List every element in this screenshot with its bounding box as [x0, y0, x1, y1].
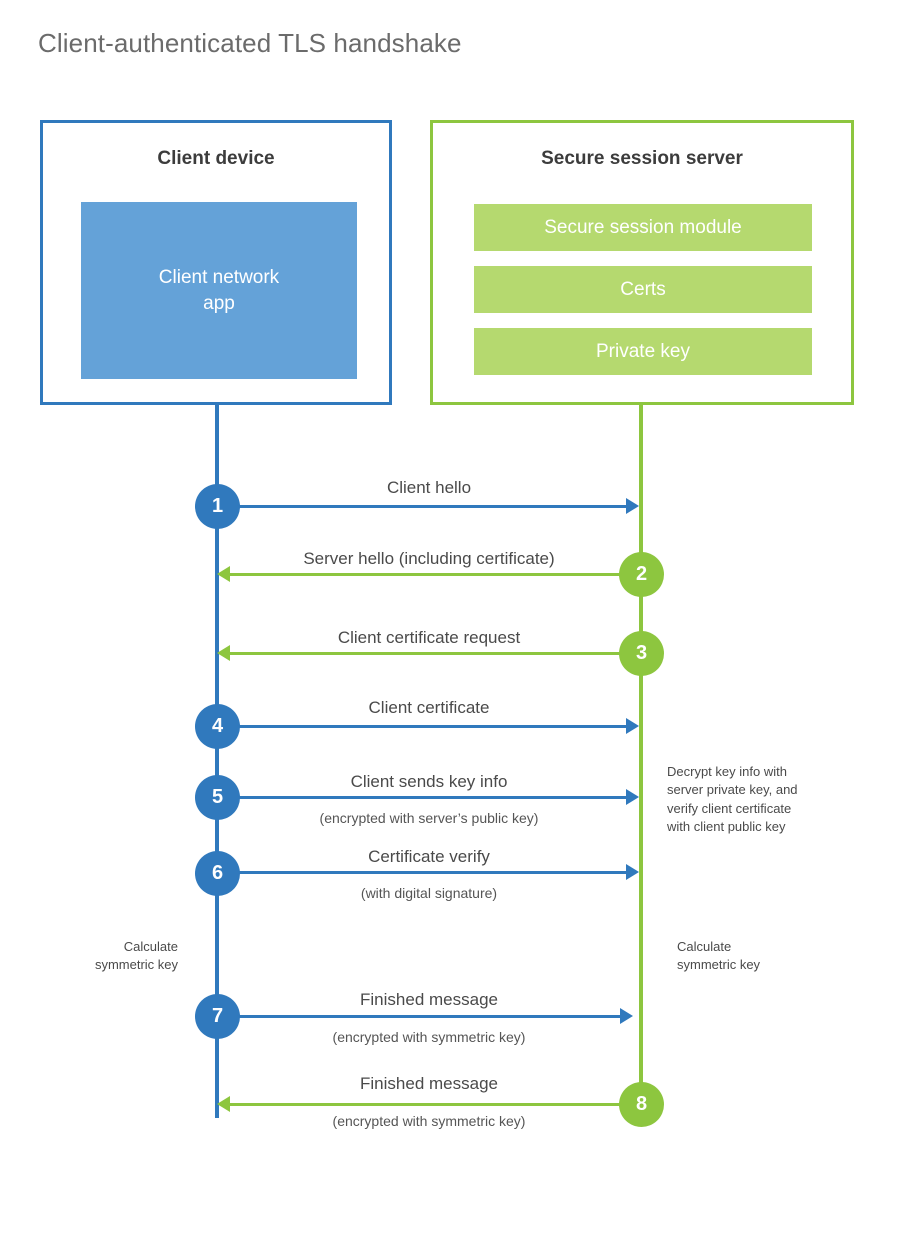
step-badge-1[interactable]: 1	[195, 484, 240, 529]
step-7-arrow-line	[217, 1015, 622, 1018]
step-8-label: Finished message	[360, 1074, 498, 1093]
step-3-arrow-head	[217, 645, 230, 661]
step-7-arrow-head	[620, 1008, 633, 1024]
step-6-arrow-head	[626, 864, 639, 880]
step-badge-4[interactable]: 4	[195, 704, 240, 749]
client-device-box: Client device Client network app	[40, 120, 392, 405]
step-8-arrow-line	[230, 1103, 635, 1106]
step-badge-3[interactable]: 3	[619, 631, 664, 676]
step-badge-8[interactable]: 8	[619, 1082, 664, 1127]
step-5-sublabel: (encrypted with server’s public key)	[319, 810, 539, 826]
step-badge-5[interactable]: 5	[195, 775, 240, 820]
client-lifeline	[215, 405, 219, 1118]
step-3-label: Client certificate request	[337, 628, 521, 647]
server-block-secure-session-module: Secure session module	[474, 204, 812, 251]
step-6-label: Certificate verify	[368, 847, 490, 866]
step-5-arrow-line	[217, 796, 628, 799]
step-2-arrow-line	[230, 573, 641, 576]
step-1-arrow-line	[217, 505, 628, 508]
step-badge-6[interactable]: 6	[195, 851, 240, 896]
step-6-sublabel: (with digital signature)	[360, 885, 498, 901]
server-decrypt-note: Decrypt key info with server private key…	[667, 764, 798, 835]
client-network-app-block: Client network app	[81, 202, 357, 379]
server-calculate-symmetric-key-note: Calculate symmetric key	[677, 939, 761, 973]
step-4-label: Client certificate	[368, 698, 490, 717]
step-8-arrow-head	[217, 1096, 230, 1112]
server-block-certs: Certs	[474, 266, 812, 313]
server-block-private-key: Private key	[474, 328, 812, 375]
step-2-label: Server hello (including certificate)	[303, 549, 555, 568]
secure-session-server-title: Secure session server	[541, 148, 743, 169]
page-title: Client-authenticated TLS handshake	[38, 28, 462, 58]
step-7-sublabel: (encrypted with symmetric key)	[332, 1029, 526, 1045]
client-device-title: Client device	[157, 148, 275, 169]
server-lifeline	[639, 405, 643, 1106]
step-5-arrow-head	[626, 789, 639, 805]
step-2-arrow-head	[217, 566, 230, 582]
step-7-label: Finished message	[360, 990, 498, 1009]
step-badge-2[interactable]: 2	[619, 552, 664, 597]
step-8-sublabel: (encrypted with symmetric key)	[332, 1113, 526, 1129]
step-1-label: Client hello	[386, 478, 472, 497]
step-badge-7[interactable]: 7	[195, 994, 240, 1039]
step-3-arrow-line	[230, 652, 641, 655]
client-calculate-symmetric-key-note: Calculate symmetric key	[94, 939, 178, 973]
step-6-arrow-line	[217, 871, 628, 874]
step-1-arrow-head	[626, 498, 639, 514]
step-5-label: Client sends key info	[350, 772, 508, 791]
secure-session-server-box: Secure session server Secure session mod…	[430, 120, 854, 405]
step-4-arrow-head	[626, 718, 639, 734]
step-4-arrow-line	[217, 725, 628, 728]
